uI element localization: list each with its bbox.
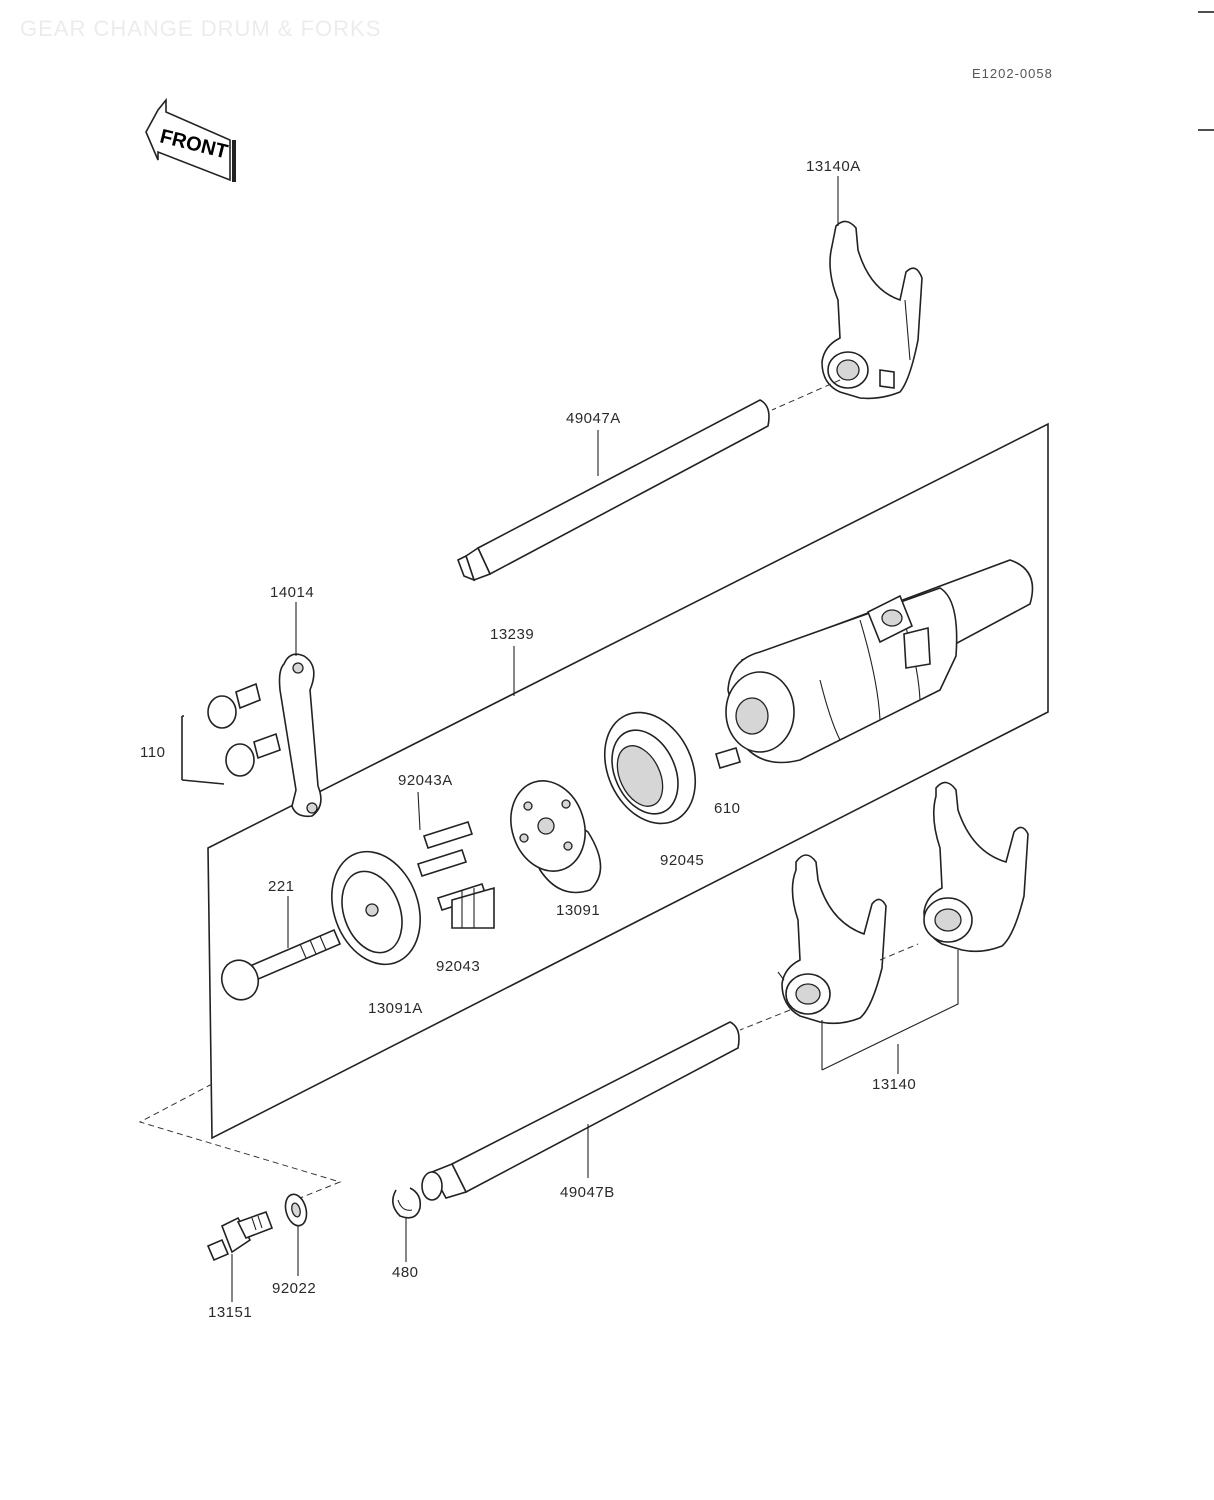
drawing-code: E1202-0058 — [972, 66, 1053, 81]
label-13140: 13140 — [872, 1076, 917, 1093]
shift-drum-13239 — [725, 559, 1034, 764]
label-13151: 13151 — [208, 1304, 253, 1321]
label-110: 110 — [140, 744, 166, 761]
pins-92043 — [451, 886, 495, 929]
pin-holder-13091 — [510, 780, 602, 894]
bolt-221 — [220, 928, 342, 1001]
label-13091a: 13091A — [368, 1000, 423, 1017]
front-direction-icon: FRONT — [145, 97, 236, 182]
bolt-110-lower — [225, 732, 281, 777]
fork-shaft-49047b — [421, 1021, 740, 1201]
leader-fork-link — [879, 943, 919, 961]
label-92022: 92022 — [272, 1280, 317, 1297]
washer-92022 — [284, 1193, 308, 1227]
shift-fork-13140-front — [777, 854, 887, 1025]
leader-92043a — [417, 791, 421, 831]
bolt-110-upper — [207, 682, 261, 729]
label-92043: 92043 — [436, 958, 481, 975]
label-13239: 13239 — [490, 626, 535, 643]
leader-13140-rod — [739, 1009, 791, 1031]
label-13140a: 13140A — [806, 158, 861, 175]
stopper-plate-14014 — [278, 653, 322, 818]
neutral-switch-13151 — [206, 1210, 274, 1262]
shift-fork-13140-rear — [923, 781, 1029, 953]
circlip-480 — [392, 1187, 422, 1219]
fork-shaft-49047a — [456, 399, 770, 582]
front-label: FRONT — [158, 125, 230, 163]
pin-610 — [715, 747, 741, 769]
leader-13140a-rod — [771, 379, 841, 411]
label-221: 221 — [268, 878, 295, 895]
projection-line — [138, 1083, 342, 1199]
label-49047a: 49047A — [566, 410, 621, 427]
diagram-title: GEAR CHANGE DRUM & FORKS — [20, 16, 382, 41]
label-14014: 14014 — [270, 584, 315, 601]
label-92043a: 92043A — [398, 772, 453, 789]
label-92045: 92045 — [660, 852, 705, 869]
shift-fork-13140a — [821, 220, 923, 400]
label-49047b: 49047B — [560, 1184, 615, 1201]
plate-13091a — [331, 850, 421, 966]
bearing-92045 — [603, 711, 697, 825]
bracket-13140 — [821, 950, 959, 1071]
drum-group-box — [207, 422, 1049, 1140]
label-480: 480 — [392, 1264, 419, 1281]
bracket-110 — [181, 715, 225, 785]
label-610: 610 — [714, 800, 741, 817]
label-13091: 13091 — [556, 902, 601, 919]
